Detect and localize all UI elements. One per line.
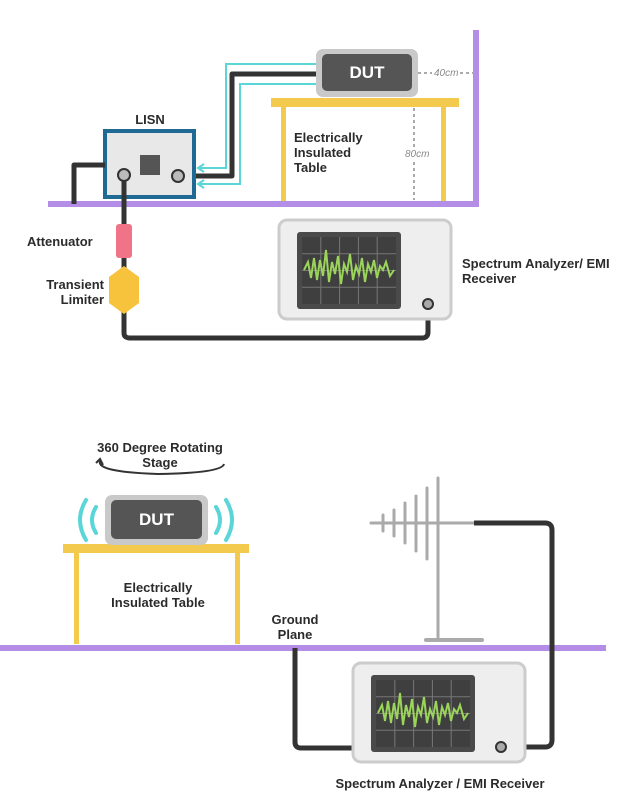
table-label-bottom: Electrically Insulated Table bbox=[111, 580, 205, 610]
analyzer-label-top: Spectrum Analyzer/ EMI Receiver bbox=[462, 256, 610, 286]
lisn-box bbox=[103, 129, 196, 199]
dut-label-bottom: DUT bbox=[139, 510, 174, 529]
insulated-table-top bbox=[271, 98, 459, 201]
lisn-label: LISN bbox=[135, 112, 165, 127]
signal-cable-bottom bbox=[121, 307, 431, 341]
analyzer-label-bottom: Spectrum Analyzer / EMI Receiver bbox=[335, 776, 545, 791]
emission-arcs bbox=[78, 498, 234, 542]
mains-cable bbox=[71, 162, 105, 204]
dim-label-40cm: 40cm bbox=[432, 68, 461, 79]
power-cable-top bbox=[178, 71, 318, 179]
attenuator-label: Attenuator bbox=[27, 234, 93, 249]
dut-box-top bbox=[316, 49, 418, 97]
insulated-table-bottom bbox=[63, 544, 249, 644]
ground-plane-label: Ground Plane bbox=[271, 612, 319, 642]
stage-label: 360 Degree Rotating Stage bbox=[97, 440, 223, 470]
ground-cable bbox=[292, 648, 360, 751]
emission-lines-top bbox=[196, 63, 318, 189]
signal-trace-bottom bbox=[377, 692, 469, 728]
attenuator bbox=[116, 224, 132, 258]
dut-label-top: DUT bbox=[349, 63, 385, 82]
dut-box-bottom bbox=[105, 495, 208, 545]
table-label-top: Electrically Insulated Table bbox=[294, 130, 363, 175]
dim-label-80cm: 80cm bbox=[404, 148, 431, 161]
antenna bbox=[369, 476, 484, 642]
spectrum-analyzer-bottom bbox=[351, 661, 527, 764]
signal-trace-top bbox=[303, 249, 395, 285]
rotation-arrow bbox=[95, 457, 225, 476]
transient-limiter bbox=[109, 266, 139, 314]
spectrum-analyzer-top bbox=[277, 218, 453, 321]
antenna-cable bbox=[474, 520, 555, 750]
limiter-label: Transient Limiter bbox=[46, 277, 104, 307]
